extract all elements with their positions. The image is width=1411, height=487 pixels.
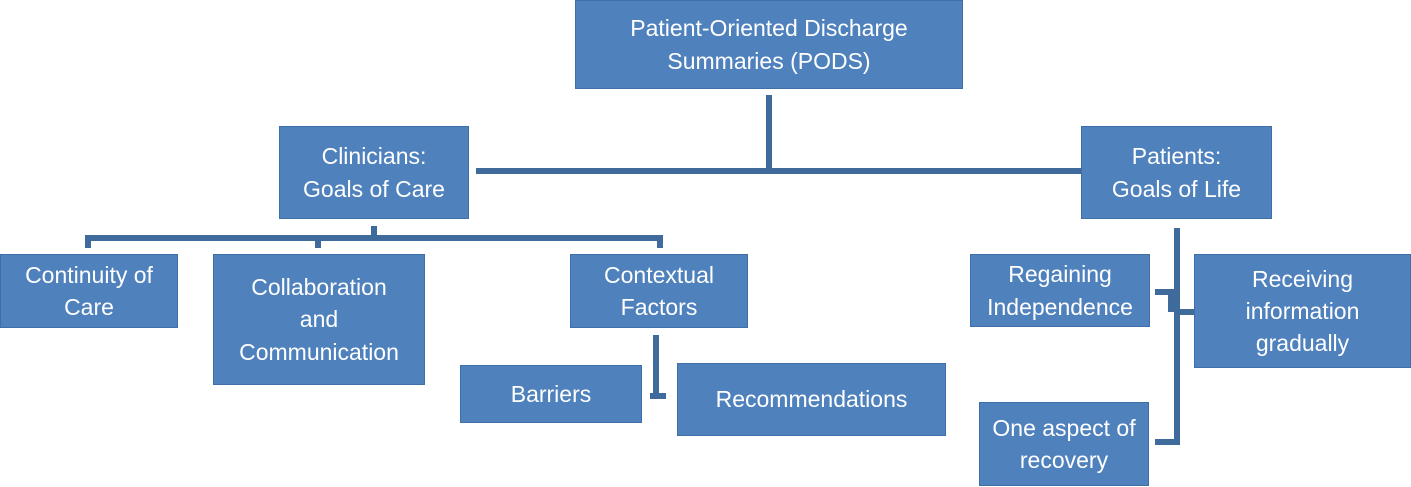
continuity-of-care-box: Continuity of Care xyxy=(0,254,178,328)
regaining-independence-box: Regaining Independence xyxy=(970,254,1150,327)
clinicians-line-1: Clinicians: xyxy=(321,143,427,170)
root-line-2: Summaries (PODS) xyxy=(667,47,871,74)
contextual-line-1: Contextual xyxy=(604,261,714,288)
contextual-factors-box: Contextual Factors xyxy=(570,254,748,328)
regaining-line-2: Independence xyxy=(987,293,1133,320)
receiving-information-gradually-box: Receiving information gradually xyxy=(1194,254,1411,368)
connector-clinicians-bracket xyxy=(85,226,663,248)
recommendations-label: Recommendations xyxy=(715,386,908,413)
connector-patients-spine xyxy=(1155,228,1180,445)
one-aspect-line-1: One aspect of xyxy=(992,414,1136,441)
one-aspect-line-2: recovery xyxy=(1019,447,1109,473)
collaboration-line-3: Communication xyxy=(239,338,399,365)
collaboration-line-1: Collaboration xyxy=(251,274,387,301)
connector-patients-left xyxy=(1155,289,1174,312)
root-line-1: Patient-Oriented Discharge xyxy=(630,15,908,42)
collaboration-line-2: and xyxy=(299,306,339,333)
patients-line-2: Goals of Life xyxy=(1111,175,1242,202)
contextual-line-2: Factors xyxy=(620,294,698,320)
collaboration-communication-box: Collaboration and Communication xyxy=(213,254,425,385)
barriers-box: Barriers xyxy=(460,365,642,423)
root-box-pods: Patient-Oriented Discharge Summaries (PO… xyxy=(575,0,963,89)
continuity-line-2: Care xyxy=(64,294,114,320)
regaining-line-1: Regaining xyxy=(1008,261,1112,288)
patients-line-1: Patients: xyxy=(1131,143,1222,170)
recommendations-box: Recommendations xyxy=(677,363,946,436)
receiving-line-2: information xyxy=(1245,297,1360,324)
barriers-label: Barriers xyxy=(510,380,592,407)
clinicians-goals-of-care-box: Clinicians: Goals of Care xyxy=(279,126,469,219)
receiving-line-1: Receiving xyxy=(1252,265,1353,292)
patients-goals-of-life-box: Patients: Goals of Life xyxy=(1081,126,1272,219)
receiving-line-3: gradually xyxy=(1255,330,1350,357)
connector-contextual-branch xyxy=(650,335,666,399)
clinicians-line-2: Goals of Care xyxy=(303,175,445,202)
continuity-line-1: Continuity of xyxy=(25,261,153,288)
one-aspect-of-recovery-box: One aspect of recovery xyxy=(979,402,1149,486)
